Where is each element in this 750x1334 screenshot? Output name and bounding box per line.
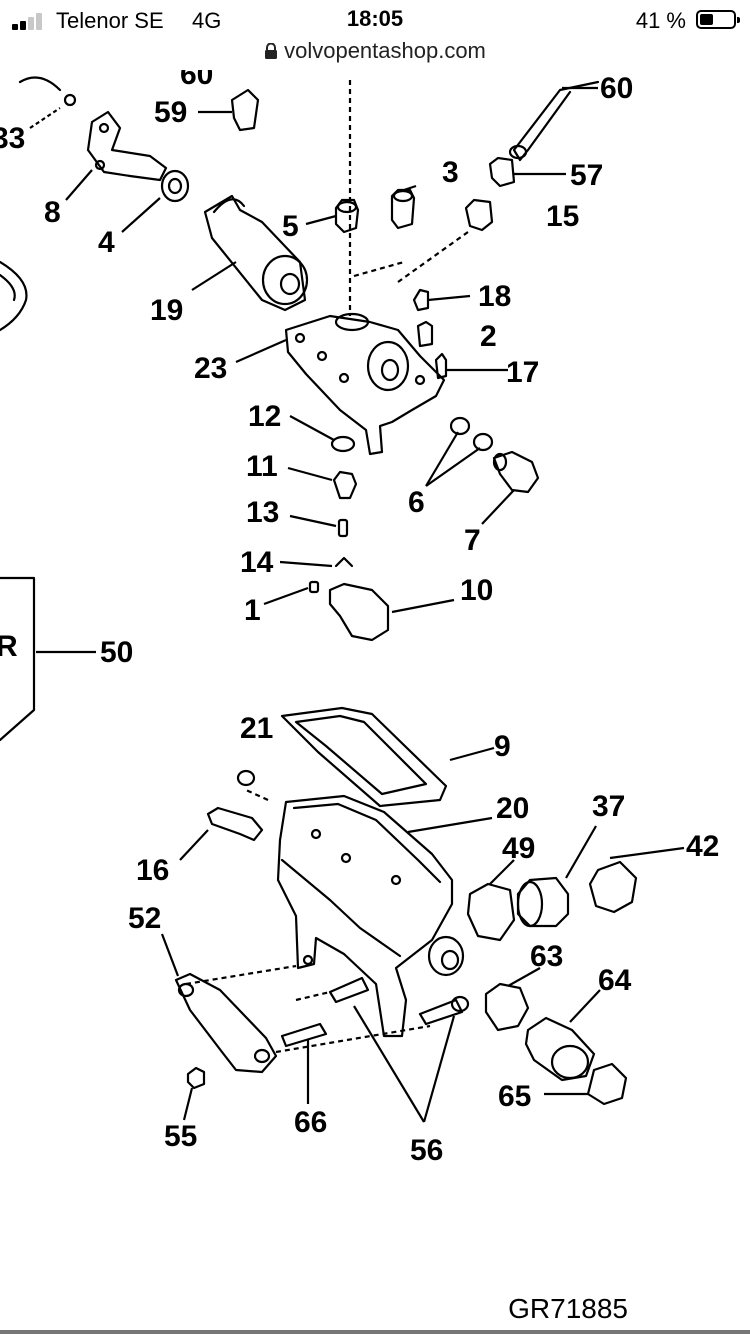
part-label-56: 56 — [410, 1134, 443, 1167]
lock-icon — [265, 43, 278, 59]
part-63-adapter — [484, 982, 530, 1032]
signal-strength-icon — [12, 12, 48, 30]
part-52-bracket — [174, 972, 278, 1074]
part-label-4: 4 — [98, 226, 115, 259]
part-label-17: 17 — [506, 356, 539, 389]
part-label-11: 11 — [246, 450, 278, 483]
part-1-small — [308, 580, 320, 594]
part-label-57: 57 — [570, 159, 603, 192]
part-label-1: 1 — [244, 594, 261, 627]
part-label-23: 23 — [194, 352, 227, 385]
battery-icon — [696, 10, 740, 29]
part-23-housing — [284, 314, 446, 456]
part-label-59: 59 — [154, 96, 187, 129]
part-60-cable — [512, 80, 600, 162]
part-label-50: 50 — [100, 636, 133, 669]
clock: 18:05 — [346, 6, 404, 31]
part-label-37: 37 — [592, 790, 625, 823]
part-label-10: 10 — [460, 574, 493, 607]
part-15-sensor — [464, 198, 494, 232]
part-20-housing — [276, 794, 454, 1038]
part-label-52: 52 — [128, 902, 161, 935]
url-text: volvopentashop.com — [284, 38, 486, 63]
part-50-box — [0, 576, 36, 742]
part-64-filter — [524, 1016, 596, 1082]
part-label-13: 13 — [246, 496, 279, 529]
part-7-knob — [492, 450, 540, 494]
part-label-19: 19 — [150, 294, 183, 327]
part-label-partial: 60 — [180, 70, 213, 91]
part-37-cartridge — [516, 876, 570, 928]
part-label-5: 5 — [282, 210, 299, 243]
part-label-20: 20 — [496, 792, 529, 825]
part-label-15: 15 — [546, 200, 579, 233]
network-type: 4G — [192, 8, 222, 33]
carrier-name: Telenor SE — [56, 8, 164, 33]
part-label-12: 12 — [248, 400, 281, 433]
part-label-42: 42 — [686, 830, 719, 863]
part-57-sensor — [488, 156, 516, 188]
part-18-bolt — [412, 288, 430, 312]
part-8-bracket — [86, 110, 168, 182]
part-10-lever — [328, 582, 390, 642]
part-4-bushing — [160, 169, 190, 203]
box-letter: R — [0, 630, 18, 663]
diagram-reference-number: GR71885 — [508, 1293, 628, 1324]
battery-percentage: 41 % — [635, 8, 686, 33]
part-3-fitting — [390, 188, 416, 230]
part-2-bolt — [416, 320, 434, 348]
part-66-stud — [280, 1022, 328, 1048]
part-label-65: 65 — [498, 1080, 531, 1113]
part-label-16: 16 — [136, 854, 169, 887]
wire-fragment — [0, 260, 28, 332]
url-bar[interactable]: volvopentashop.com — [0, 38, 750, 72]
part-6-washer — [449, 416, 471, 436]
part-label-63: 63 — [530, 940, 563, 973]
part-label-9: 9 — [494, 730, 511, 763]
part-59-connector — [230, 88, 260, 132]
part-label-2: 2 — [480, 320, 497, 353]
part-label-14: 14 — [240, 546, 274, 579]
part-label-7: 7 — [464, 524, 481, 557]
part-21-washer — [236, 769, 256, 787]
part-label-33: 33 — [0, 122, 25, 155]
part-label-64: 64 — [598, 964, 632, 997]
part-65-cap — [586, 1062, 628, 1106]
bottom-border — [0, 1330, 750, 1334]
part-label-6: 6 — [408, 486, 425, 519]
part-12-oring — [330, 435, 356, 453]
part-label-60: 60 — [600, 72, 633, 105]
exploded-parts-diagram: 60 60 59 33 8 4 19 5 3 57 15 18 2 17 23 … — [0, 70, 719, 1167]
status-bar: Telenor SE 4G 18:05 41 % — [0, 0, 750, 44]
part-42-cap — [588, 860, 638, 914]
part-5-fitting — [334, 198, 360, 234]
washer-shape — [63, 93, 77, 107]
part-49-flange — [466, 882, 516, 942]
part-55-nut — [186, 1066, 206, 1090]
part-19-shaft — [203, 194, 307, 312]
part-13-pin — [337, 518, 349, 538]
part-label-3: 3 — [442, 156, 459, 189]
part-label-21: 21 — [240, 712, 273, 745]
part-16-bolt — [206, 806, 264, 842]
part-56-bolt — [328, 976, 370, 1004]
part-label-66: 66 — [294, 1106, 327, 1139]
part-label-55: 55 — [164, 1120, 197, 1153]
part-9-gasket — [280, 706, 448, 808]
partial-part-shape — [18, 76, 62, 92]
part-14-clip — [334, 556, 354, 568]
part-11-nipple — [332, 470, 358, 500]
part-label-49: 49 — [502, 832, 535, 865]
part-label-18: 18 — [478, 280, 511, 313]
part-label-8: 8 — [44, 196, 61, 229]
